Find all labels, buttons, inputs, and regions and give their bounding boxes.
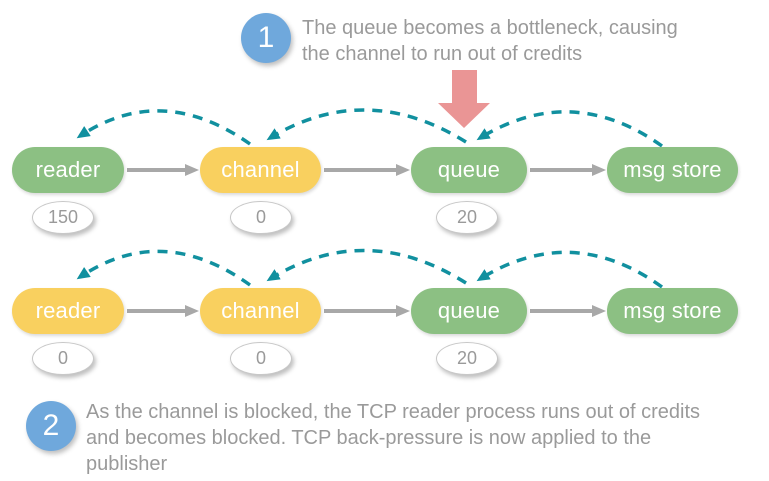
node-label: reader: [35, 298, 101, 323]
node-reader-row1: reader: [12, 147, 124, 193]
note-1-number-circle: 1: [241, 13, 291, 63]
backpressure-arc-queue-to-channel: [266, 108, 467, 144]
node-channel-row2: channel: [200, 288, 321, 334]
backpressure-arc-msgstore-to-queue: [476, 110, 664, 148]
credits-badge-reader-row2: 0: [32, 342, 94, 375]
node-queue-row1: queue: [411, 147, 527, 193]
credits-badge-channel-row1: 0: [230, 201, 292, 234]
note-2-line: publisher: [86, 453, 168, 475]
node-msgstore-row1: msg store: [607, 147, 738, 193]
backpressure-arc-channel-to-reader: [76, 109, 252, 146]
node-reader-row2: reader: [12, 288, 124, 334]
note-1-number: 1: [257, 21, 275, 54]
bottleneck-arrow: [438, 70, 490, 128]
credits-value: 20: [456, 207, 478, 227]
note-2-line: As the channel is blocked, the TCP reade…: [86, 401, 701, 423]
node-queue-row2: queue: [411, 288, 527, 334]
node-label: msg store: [623, 157, 722, 182]
credits-badge-channel-row2: 0: [230, 342, 292, 375]
backpressure-arcs-row1: [76, 108, 664, 148]
node-label: reader: [35, 157, 101, 182]
backpressure-arc-queue-to-channel: [266, 248, 467, 285]
node-channel-row1: channel: [200, 147, 321, 193]
backpressure-arcs-row2: [76, 248, 664, 289]
credits-value: 20: [456, 348, 478, 368]
credits-badge-reader-row1: 150: [32, 201, 94, 234]
backpressure-arc-channel-to-reader: [76, 249, 252, 287]
credits-value: 0: [57, 348, 68, 368]
note-1-line: the channel to run out of credits: [302, 43, 583, 65]
note-1-line: The queue becomes a bottleneck, causing: [302, 17, 678, 39]
note-2-line: and becomes blocked. TCP back-pressure i…: [86, 427, 652, 449]
backpressure-arc-msgstore-to-queue: [476, 250, 664, 289]
node-label: queue: [437, 298, 501, 323]
credits-value: 0: [255, 207, 266, 227]
note-2-number: 2: [42, 409, 60, 442]
node-label: msg store: [623, 298, 722, 323]
credits-value: 0: [255, 348, 266, 368]
node-label: channel: [221, 298, 300, 323]
node-label: queue: [437, 157, 501, 182]
credits-badge-queue-row2: 20: [436, 342, 498, 375]
note-2-number-circle: 2: [26, 401, 76, 451]
note-2-text: As the channel is blocked, the TCP reade…: [86, 399, 769, 477]
node-msgstore-row2: msg store: [607, 288, 738, 334]
credits-badge-queue-row1: 20: [436, 201, 498, 234]
credits-value: 150: [47, 207, 79, 227]
note-1-text: The queue becomes a bottleneck, causing …: [302, 15, 722, 67]
node-label: channel: [221, 157, 300, 182]
